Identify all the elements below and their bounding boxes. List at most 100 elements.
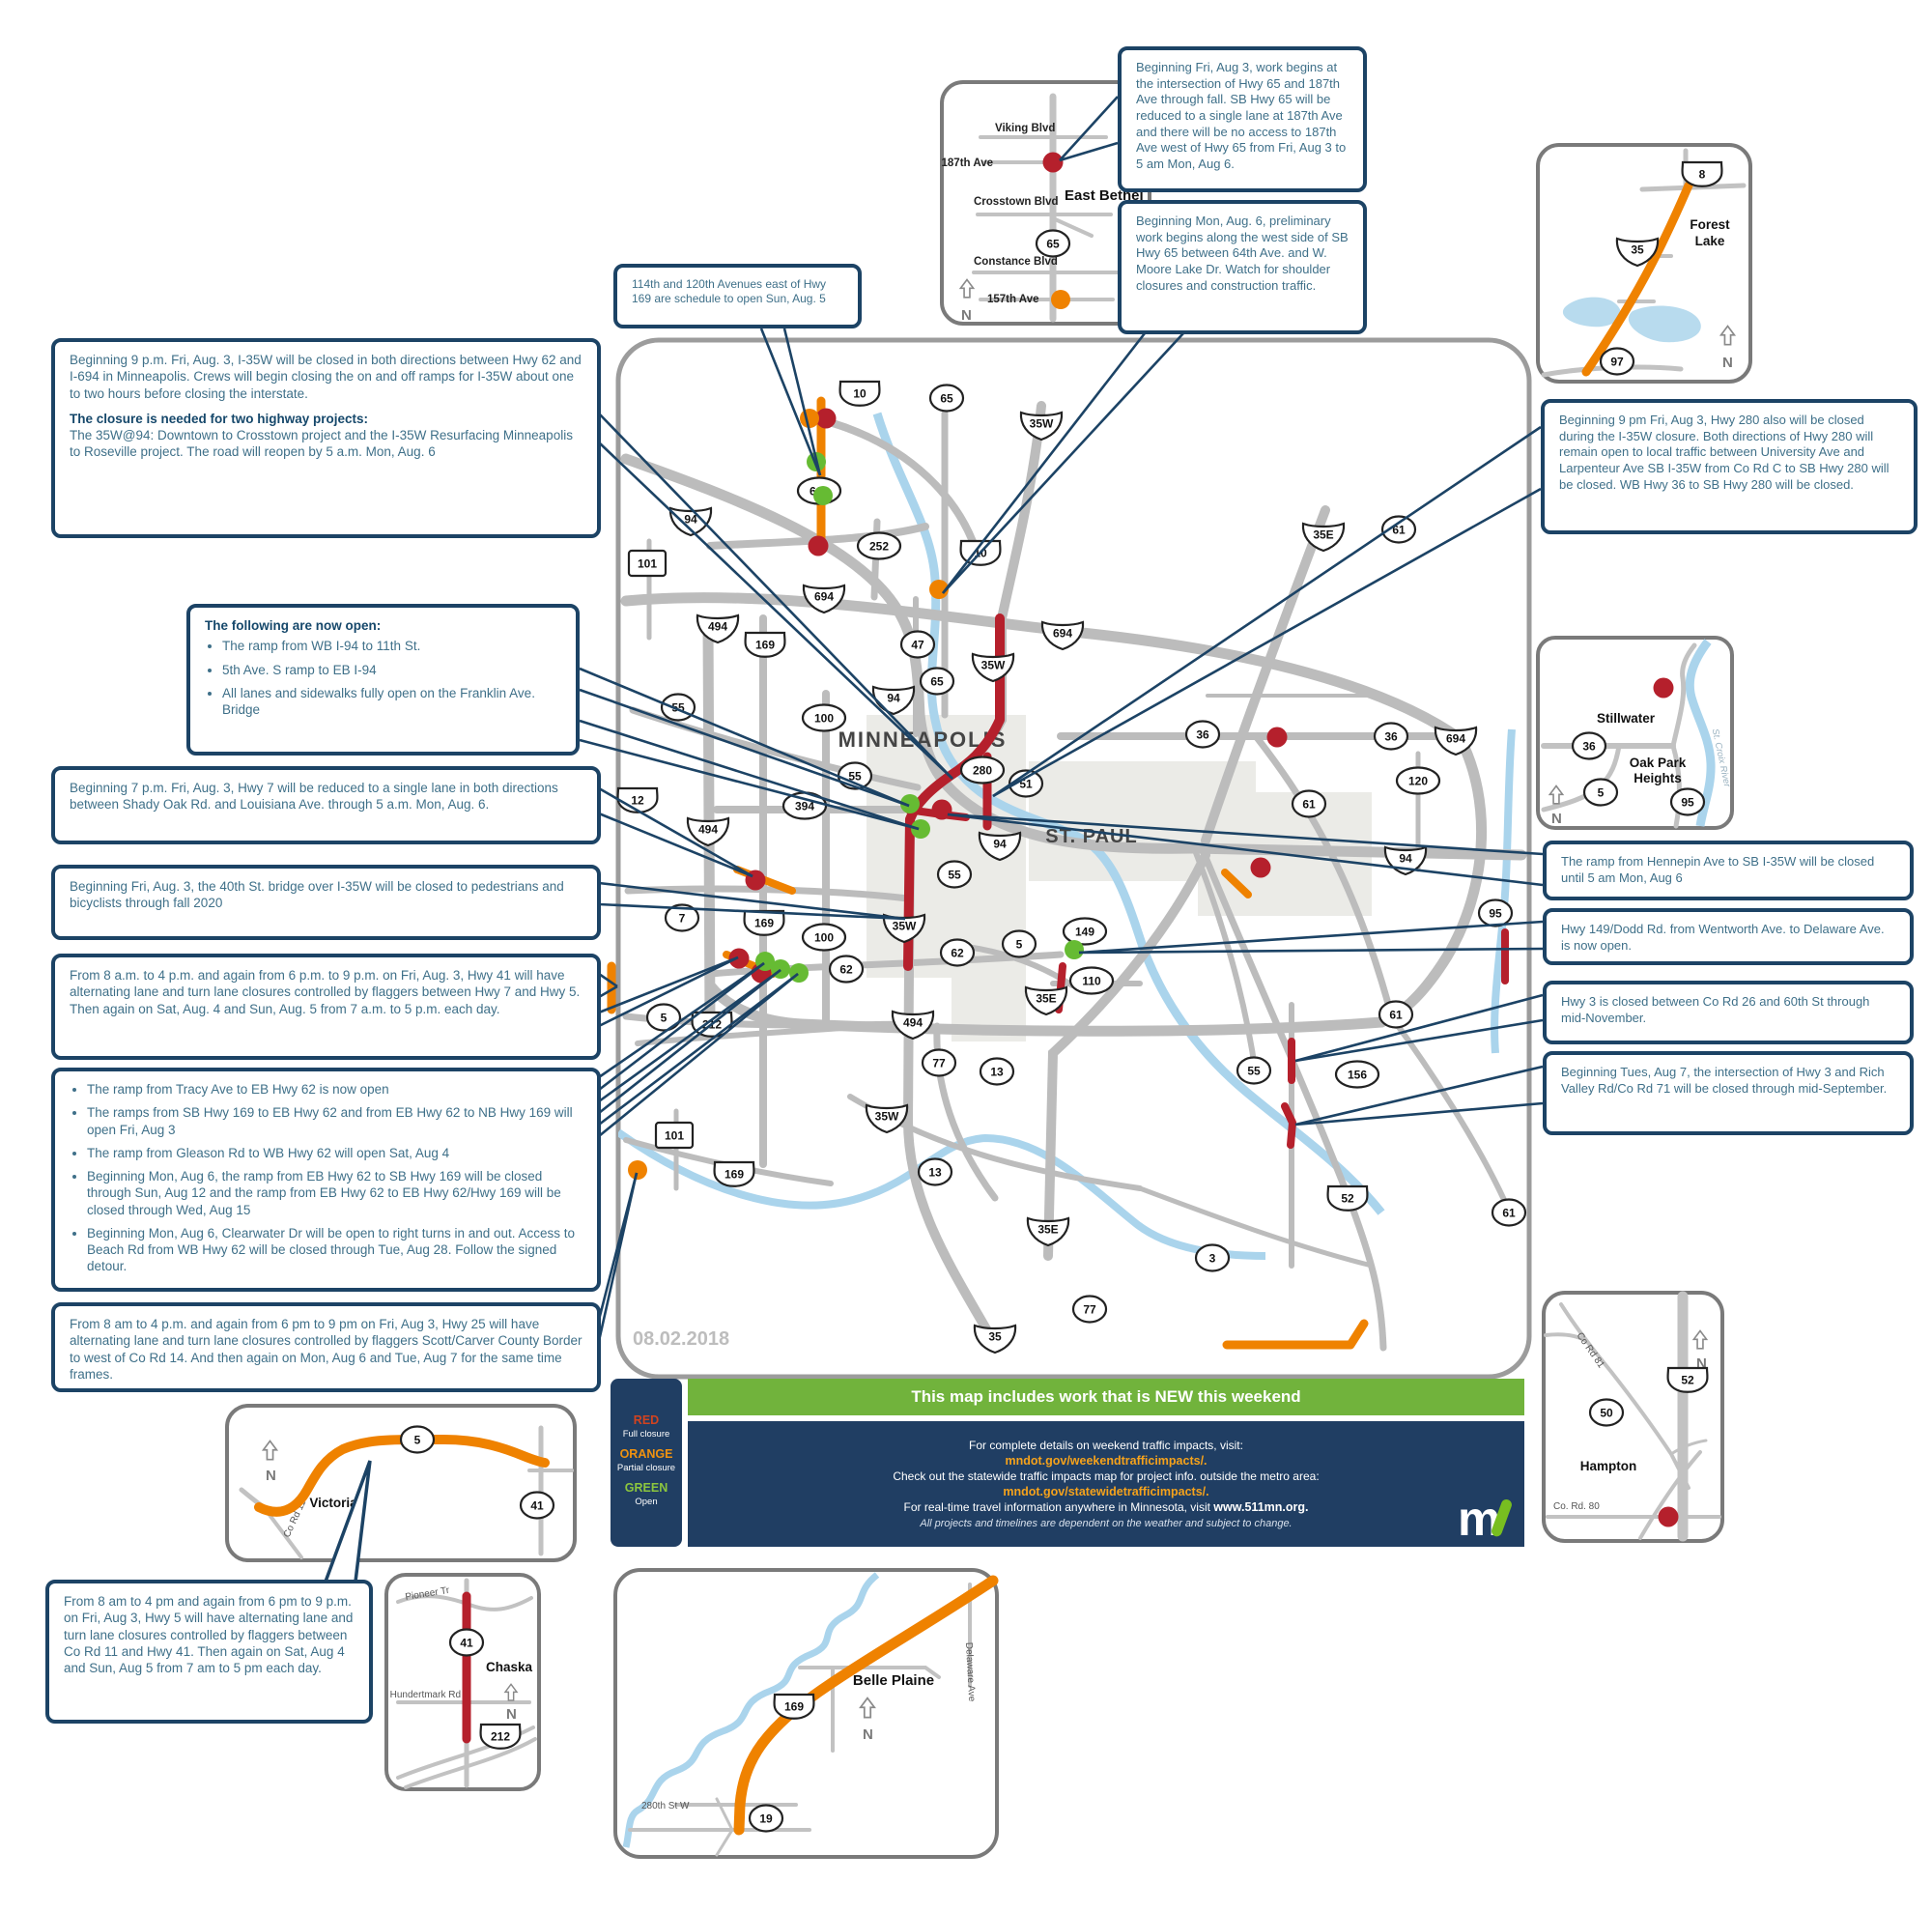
leader-line <box>597 1172 639 1342</box>
closure-dot-green <box>911 819 930 839</box>
leader-line <box>947 813 1544 856</box>
route-shield-101: 101 <box>627 549 668 578</box>
list-item: The ramp from Tracy Ave to EB Hwy 62 is … <box>87 1081 582 1098</box>
leader-line <box>598 972 618 988</box>
shield-number: 694 <box>1446 732 1465 746</box>
shield-circle <box>1194 1243 1231 1272</box>
callout-i35w-closure: Beginning 9 p.m. Fri, Aug. 3, I-35W will… <box>51 338 601 538</box>
leader-line <box>942 332 1184 594</box>
callout-hwy5: From 8 am to 4 pm and again from 6 pm to… <box>45 1580 373 1724</box>
leader-line <box>579 738 920 831</box>
info-line: For real-time travel information anywher… <box>688 1500 1524 1514</box>
shield-number: 494 <box>698 823 718 837</box>
inset-city-label: Belle Plaine <box>853 1672 934 1689</box>
st-croix-river <box>1685 639 1716 827</box>
shield-circle <box>1062 917 1108 946</box>
route-shield-62: 62 <box>828 955 865 984</box>
leader-line <box>579 688 910 808</box>
shield-number: 35E <box>1313 528 1333 542</box>
shield-circle <box>856 531 902 560</box>
north-label: N <box>266 1468 276 1484</box>
route-shield-3: 3 <box>1194 1243 1231 1272</box>
shield-circle <box>939 938 976 967</box>
statewide-impacts-link[interactable]: mndot.gov/statewidetrafficimpacts/. <box>1003 1485 1209 1498</box>
new-work-banner: This map includes work that is NEW this … <box>688 1379 1524 1415</box>
shield-number: 61 <box>1302 798 1316 812</box>
shield-number: 61 <box>1392 524 1406 537</box>
shield-number: 61 <box>1502 1207 1516 1220</box>
closure-dot-red <box>1250 857 1271 878</box>
route-shield-5: 5 <box>1582 778 1619 807</box>
closure-dot-red <box>808 535 829 556</box>
route-shield-95: 95 <box>1477 898 1514 927</box>
route-shield-100: 100 <box>801 703 847 732</box>
shield-number: 7 <box>679 912 686 926</box>
shield-number: 36 <box>1384 730 1398 744</box>
shield-number: 95 <box>1681 796 1694 810</box>
shield-number: 5 <box>1016 938 1023 952</box>
shield-circle <box>979 1057 1015 1086</box>
leader-line <box>598 812 753 878</box>
shield-square <box>654 1121 695 1150</box>
map-legend: RED Full closure ORANGE Partial closure … <box>611 1379 682 1547</box>
shield-number: 13 <box>990 1066 1004 1079</box>
route-shield-35E: 35E <box>1026 1216 1070 1247</box>
leader-line <box>598 442 953 780</box>
route-shield-61: 61 <box>1291 789 1327 818</box>
interstate-shield-icon <box>686 816 730 847</box>
route-shield-19: 19 <box>748 1804 784 1833</box>
route-shield-694: 694 <box>802 584 846 614</box>
shield-number: 252 <box>869 540 889 554</box>
us-route-shield-icon <box>1666 1366 1709 1393</box>
interstate-shield-icon <box>1434 726 1478 756</box>
closure-dot-orange <box>929 580 949 599</box>
weekend-impacts-link[interactable]: mndot.gov/weekendtrafficimpacts/. <box>1005 1454 1208 1468</box>
route-shield-52: 52 <box>1326 1184 1369 1212</box>
interstate-shield-icon <box>1019 411 1064 442</box>
interstate-shield-icon <box>1026 1216 1070 1247</box>
street-label: Co. Rd. 80 <box>1553 1501 1600 1512</box>
route-shield-55: 55 <box>1236 1056 1272 1085</box>
route-shield-120: 120 <box>1395 766 1441 795</box>
shield-number: 394 <box>795 800 814 813</box>
inset-city-label: Forest <box>1690 217 1730 232</box>
shield-number: 41 <box>530 1499 544 1513</box>
shield-number: 47 <box>911 639 924 652</box>
closure-dot-green <box>1065 940 1084 959</box>
leader-line <box>579 667 910 808</box>
info-panel: For complete details on weekend traffic … <box>688 1421 1524 1547</box>
callout-hwy65-monday: Beginning Mon, Aug. 6, preliminary work … <box>1118 200 1367 334</box>
shield-circle <box>1068 966 1115 995</box>
interstate-shield-icon <box>978 831 1022 862</box>
shield-circle <box>1071 1295 1108 1324</box>
us-route-shield-icon <box>743 909 785 936</box>
shield-circle <box>917 1157 953 1186</box>
callout-hwy25: From 8 am to 4 p.m. and again from 6 pm … <box>51 1302 601 1392</box>
shield-number: 65 <box>930 675 944 689</box>
shield-circle <box>801 703 847 732</box>
shield-number: 94 <box>887 692 900 705</box>
shield-circle <box>828 955 865 984</box>
leader-line <box>941 332 1147 594</box>
route-shield-35W: 35W <box>971 652 1015 683</box>
shield-number: 41 <box>460 1637 473 1650</box>
inset-stillwater: Stillwater Oak Park Heights St. Croix Ri… <box>1536 636 1734 830</box>
shield-number: 35E <box>1036 992 1056 1006</box>
shield-circle <box>959 756 1006 784</box>
shield-number: 65 <box>940 392 953 406</box>
north-label: N <box>961 307 972 324</box>
interstate-shield-icon <box>1615 237 1660 268</box>
route-shield-41: 41 <box>519 1491 555 1520</box>
callout-list: The ramp from Tracy Ave to EB Hwy 62 is … <box>70 1081 582 1275</box>
shield-number: 101 <box>665 1129 684 1143</box>
closure-dot-red <box>1042 152 1064 173</box>
inset-city-label: Stillwater <box>1597 711 1656 726</box>
shield-circle <box>1395 766 1441 795</box>
route-shield-5: 5 <box>645 1003 682 1032</box>
route-shield-61: 61 <box>1378 1000 1414 1029</box>
route-shield-50: 50 <box>1588 1398 1625 1427</box>
shield-circle <box>1236 1056 1272 1085</box>
info-line: For complete details on weekend traffic … <box>969 1439 1243 1452</box>
511mn-link[interactable]: www.511mn.org. <box>1213 1500 1309 1514</box>
shield-number: 52 <box>1341 1192 1354 1206</box>
